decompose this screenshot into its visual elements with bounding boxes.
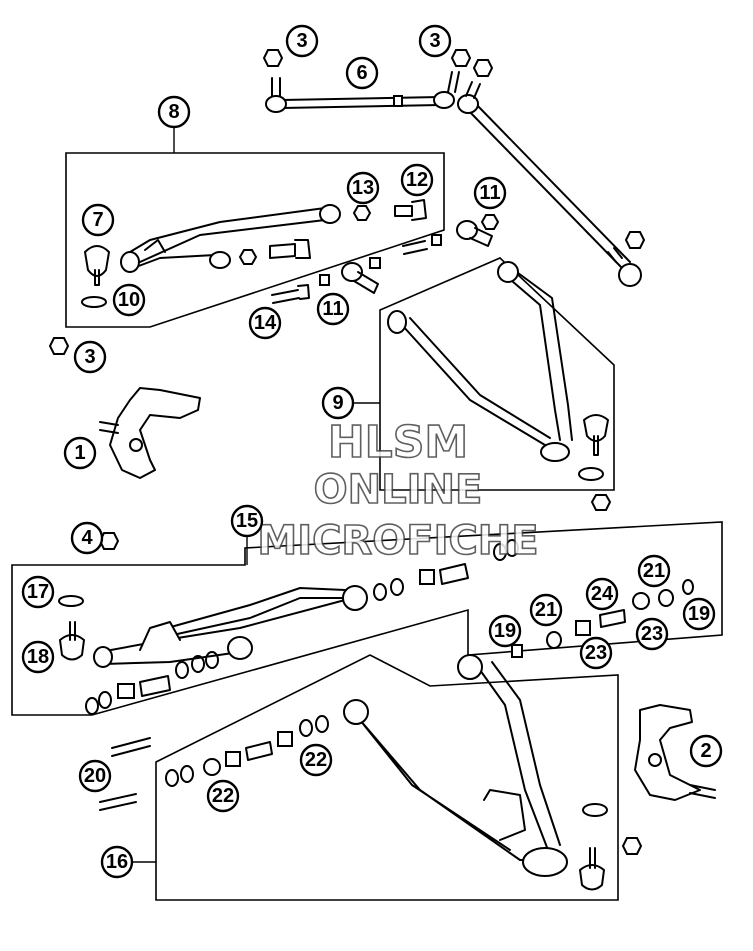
watermark: HLSM ONLINE MICROFICHE [257, 416, 540, 565]
bushings-spacers [85, 539, 694, 715]
callout-23-right: 23 [635, 617, 669, 651]
svg-text:23: 23 [585, 642, 607, 664]
watermark-line-1: HLSM [328, 417, 468, 468]
callout-21-right: 21 [637, 554, 671, 588]
callout-22-top: 22 [299, 743, 333, 777]
svg-text:11: 11 [322, 298, 343, 320]
callout-22-bottom: 22 [206, 779, 240, 813]
svg-text:18: 18 [27, 646, 49, 668]
callout-19-left: 19 [488, 614, 522, 648]
svg-text:22: 22 [305, 749, 327, 771]
upper-a-arm-group-box-9 [379, 257, 615, 491]
callout-9: 9 [321, 386, 355, 420]
callout-20: 20 [78, 759, 112, 793]
bushings-spacers-lower [99, 715, 329, 811]
ball-joint-7 [84, 245, 110, 286]
lower-a-arm-15 [93, 585, 368, 668]
bolts-nuts-12-13-14 [238, 199, 500, 304]
tie-rod-6b [457, 81, 642, 287]
svg-text:19: 19 [494, 620, 516, 642]
ball-joint-18 [59, 621, 85, 661]
snap-ring-10 [81, 296, 107, 308]
steering-knuckle-1 [99, 387, 201, 479]
svg-text:3: 3 [429, 30, 440, 52]
svg-text:9: 9 [332, 392, 343, 414]
callout-23-left: 23 [579, 636, 613, 670]
callout-11-lower: 11 [316, 292, 350, 326]
tie-rod-6 [265, 71, 460, 113]
callout-3-top-right: 3 [418, 24, 452, 58]
svg-text:6: 6 [356, 62, 367, 84]
callout-11-upper: 11 [473, 176, 507, 210]
upper-a-arm-8 [120, 204, 341, 273]
callout-3-top-left: 3 [285, 24, 319, 58]
callout-16: 16 [100, 845, 134, 879]
upper-a-arm-9 [387, 261, 612, 511]
callout-layer: 3 3 6 8 13 12 11 7 10 14 11 3 9 1 4 15 1… [21, 24, 723, 879]
svg-text:23: 23 [641, 623, 663, 645]
callout-24: 24 [585, 577, 619, 611]
callout-19-right: 19 [682, 597, 716, 631]
svg-text:15: 15 [236, 510, 258, 532]
callout-21-left: 21 [529, 593, 563, 627]
lower-a-arm-group-box-16 [155, 654, 619, 901]
svg-text:24: 24 [591, 583, 614, 605]
svg-text:10: 10 [118, 289, 140, 311]
svg-text:11: 11 [479, 182, 500, 204]
callout-6: 6 [345, 56, 379, 90]
callout-3-left: 3 [73, 340, 107, 374]
svg-text:8: 8 [168, 101, 179, 123]
nuts-3 [48, 49, 646, 355]
callout-14: 14 [248, 306, 282, 340]
svg-text:3: 3 [296, 30, 307, 52]
callout-15: 15 [230, 504, 264, 538]
svg-text:13: 13 [352, 177, 374, 199]
svg-text:17: 17 [27, 581, 49, 603]
svg-text:14: 14 [254, 312, 277, 334]
svg-text:3: 3 [84, 346, 95, 368]
svg-text:2: 2 [700, 740, 711, 762]
svg-text:22: 22 [212, 785, 234, 807]
svg-text:21: 21 [643, 560, 665, 582]
callout-1: 1 [63, 436, 97, 470]
upper-a-arm-group-box-8 [65, 152, 445, 328]
callout-13: 13 [346, 171, 380, 205]
svg-text:7: 7 [92, 209, 103, 231]
watermark-line-2: ONLINE [314, 467, 483, 513]
steering-knuckle-2 [634, 704, 716, 801]
svg-text:21: 21 [535, 599, 557, 621]
callout-7: 7 [81, 203, 115, 237]
callout-4: 4 [70, 521, 104, 555]
callout-17: 17 [21, 575, 55, 609]
callout-18: 18 [21, 640, 55, 674]
svg-text:12: 12 [406, 169, 428, 191]
callout-8: 8 [157, 95, 191, 129]
svg-text:20: 20 [84, 765, 106, 787]
svg-text:1: 1 [74, 442, 85, 464]
lower-a-arm-16 [343, 654, 643, 891]
callout-10: 10 [112, 283, 146, 317]
svg-text:19: 19 [688, 603, 710, 625]
svg-text:4: 4 [81, 527, 93, 549]
callout-2: 2 [689, 734, 723, 768]
callout-12: 12 [400, 163, 434, 197]
snap-ring-17 [58, 595, 84, 607]
svg-text:16: 16 [106, 851, 128, 873]
watermark-line-3: MICROFICHE [257, 518, 538, 564]
